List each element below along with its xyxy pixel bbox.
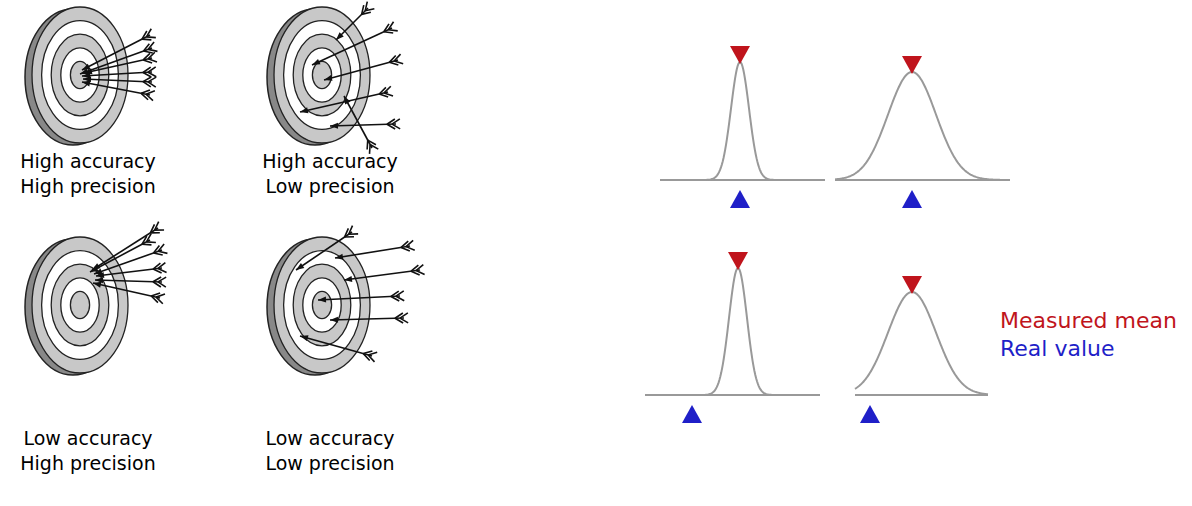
- real-value-marker: [902, 190, 922, 208]
- distribution-curve: [645, 252, 820, 423]
- caption-label: High accuracy: [262, 150, 397, 173]
- caption-label: Low accuracy: [23, 427, 152, 450]
- legend-entry: Measured mean: [1000, 308, 1177, 334]
- measured-mean-marker: [730, 46, 750, 64]
- measured-mean-marker: [902, 56, 922, 74]
- caption-label: Low precision: [265, 175, 394, 198]
- real-value-marker: [730, 190, 750, 208]
- legend-text: Real value: [1000, 336, 1115, 361]
- target: [267, 2, 403, 154]
- target: [25, 7, 157, 145]
- measured-mean-marker: [902, 276, 922, 294]
- measured-mean-marker: [728, 252, 748, 270]
- legend-entry: Real value: [1000, 336, 1115, 362]
- legend-text: Measured mean: [1000, 308, 1177, 333]
- caption-label: High precision: [20, 175, 155, 198]
- caption-label: High accuracy: [20, 150, 155, 173]
- target: [25, 222, 167, 375]
- caption-label: Low precision: [265, 452, 394, 475]
- caption-label: High precision: [20, 452, 155, 475]
- caption-label: Low accuracy: [265, 427, 394, 450]
- real-value-marker: [682, 405, 702, 423]
- distribution-curve: [855, 276, 988, 423]
- distribution-curve: [835, 56, 1010, 208]
- target: [267, 226, 425, 375]
- distribution-curve: [660, 46, 825, 208]
- real-value-marker: [860, 405, 880, 423]
